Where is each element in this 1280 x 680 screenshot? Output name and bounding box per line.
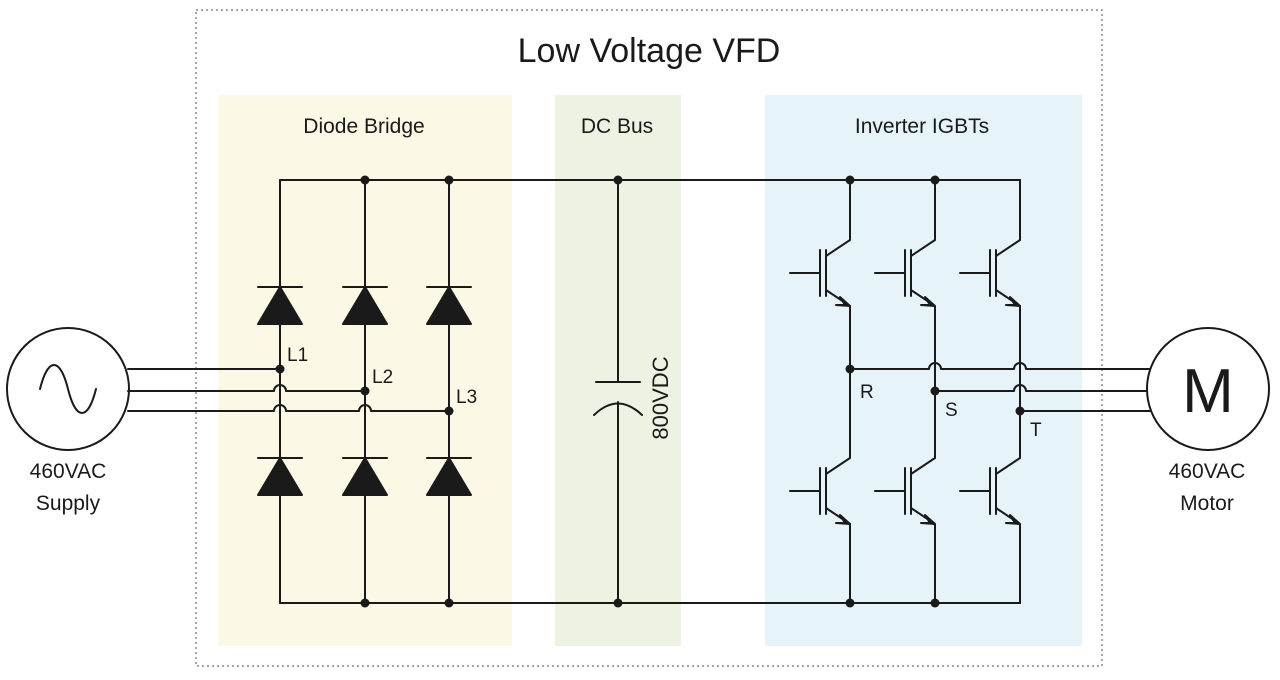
diode-icon [426, 286, 472, 325]
motor-label-line1: 460VAC [1169, 460, 1246, 483]
diode-leg-3 [426, 179, 472, 604]
motor: M [1146, 327, 1270, 451]
dc-bus-label: DC Bus [581, 115, 653, 138]
supply-label-line1: 460VAC [30, 460, 107, 483]
diagram-title: Low Voltage VFD [518, 32, 781, 70]
diode-icon [257, 286, 303, 325]
node-label-T: T [1030, 420, 1042, 441]
diode-icon [257, 457, 303, 496]
dc-voltage-label: 800VDC [648, 356, 673, 439]
node-R-dot [845, 364, 855, 374]
ac-supply [6, 327, 130, 451]
supply-label-line2: Supply [36, 492, 101, 515]
diode-leg-2 [342, 179, 388, 604]
diode-bridge-label: Diode Bridge [303, 115, 424, 138]
vfd-enclosure [195, 9, 1103, 667]
sine-wave-icon [39, 364, 97, 414]
inverter-section [765, 95, 1082, 646]
node-label-S: S [945, 400, 958, 421]
dc-bus-capacitor [593, 179, 643, 604]
diode-icon [342, 286, 388, 325]
inverter-leg-2 [874, 179, 936, 604]
node-label-R: R [860, 382, 874, 403]
inverter-label: Inverter IGBTs [855, 115, 989, 138]
inverter-leg-3 [959, 179, 1021, 604]
node-L2-dot [360, 386, 370, 396]
node-S-dot [930, 386, 940, 396]
node-label-L1: L1 [287, 345, 308, 366]
motor-symbol: M [1182, 357, 1234, 426]
phase-line-L3 [127, 404, 450, 412]
diode-leg-1 [257, 179, 303, 604]
diode-icon [342, 457, 388, 496]
node-label-L3: L3 [456, 387, 477, 408]
output-line-R [849, 362, 1151, 370]
node-L3-dot [444, 406, 454, 416]
output-line-S [934, 384, 1151, 392]
motor-icon [1146, 327, 1270, 451]
inverter-leg-1 [789, 179, 851, 604]
node-label-L2: L2 [372, 367, 393, 388]
phase-line-L2 [127, 384, 366, 392]
node-L1-dot [275, 364, 285, 374]
node-T-dot [1015, 406, 1025, 416]
motor-label-line2: Motor [1180, 492, 1234, 515]
diode-icon [426, 457, 472, 496]
